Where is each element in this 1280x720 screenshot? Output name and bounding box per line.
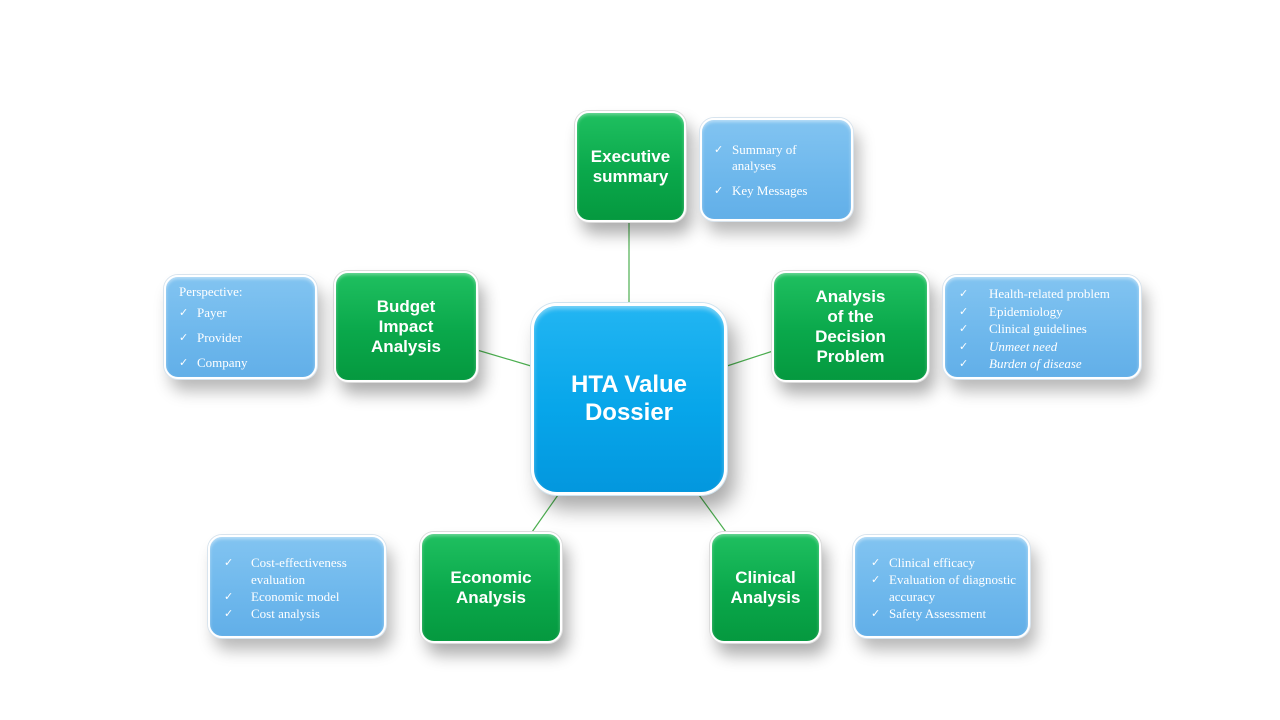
node-clinical-analysis-label: Clinical Analysis: [730, 567, 801, 607]
details-executive-summary-list: ✓Summary of analyses ✓Key Messages: [714, 142, 843, 199]
node-clinical-analysis: Clinical Analysis: [710, 532, 821, 643]
list-item: ✓Payer: [179, 305, 227, 320]
list-item: ✓Summary of analyses: [714, 142, 797, 173]
node-analysis-decision-problem-label: Analysis of the Decision Problem: [815, 286, 886, 366]
check-icon: ✓: [714, 184, 724, 197]
check-icon: ✓: [179, 331, 189, 344]
check-icon: ✓: [179, 356, 189, 369]
list-item: ✓Cost-effectiveness evaluation: [224, 555, 347, 587]
connector-budget: [476, 349, 532, 367]
details-analysis-decision-problem-list: ✓Health-related problem ✓Epidemiology ✓C…: [959, 285, 1133, 373]
check-icon: ✓: [959, 287, 969, 300]
perspective-heading: Perspective:: [179, 284, 243, 299]
list-item: ✓Epidemiology: [959, 303, 1063, 319]
node-executive-summary: Executive summary: [575, 111, 686, 222]
node-economic-analysis: Economic Analysis: [420, 532, 562, 643]
details-clinical-analysis-list: ✓Clinical efficacy ✓Evaluation of diagno…: [871, 554, 1022, 622]
check-icon: ✓: [224, 556, 234, 569]
details-economic-analysis-list: ✓Cost-effectiveness evaluation ✓Economic…: [224, 554, 378, 622]
list-item: ✓Clinical guidelines: [959, 321, 1087, 336]
list-item: ✓Cost analysis: [224, 606, 320, 621]
node-economic-analysis-label: Economic Analysis: [450, 567, 532, 607]
list-item: ✓Provider: [179, 330, 242, 345]
check-icon: ✓: [871, 607, 881, 620]
details-executive-summary: ✓Summary of analyses ✓Key Messages: [700, 118, 853, 221]
node-analysis-decision-problem: Analysis of the Decision Problem: [772, 271, 929, 382]
list-item: ✓Health-related problem: [959, 286, 1110, 301]
list-item: ✓Unmeet need: [959, 338, 1058, 354]
center-node-hta-value-dossier: HTA Value Dossier: [531, 303, 727, 495]
connector-clinical: [698, 494, 727, 533]
check-icon: ✓: [224, 590, 234, 603]
list-item: ✓Burden of disease: [959, 356, 1082, 371]
check-icon: ✓: [871, 573, 881, 586]
connector-economic: [531, 494, 559, 533]
check-icon: ✓: [959, 304, 969, 318]
list-item: ✓Company: [179, 355, 248, 370]
node-budget-impact-analysis-label: Budget Impact Analysis: [371, 296, 441, 356]
details-clinical-analysis: ✓Clinical efficacy ✓Evaluation of diagno…: [853, 535, 1030, 638]
list-item: ✓Key Messages: [714, 183, 808, 198]
details-budget-impact-analysis-list: ✓Payer ✓Provider ✓Company: [179, 305, 309, 371]
center-node-label: HTA Value Dossier: [570, 371, 688, 426]
check-icon: ✓: [224, 607, 234, 620]
details-economic-analysis: ✓Cost-effectiveness evaluation ✓Economic…: [208, 535, 386, 638]
check-icon: ✓: [959, 357, 969, 370]
list-item: ✓Economic model: [224, 589, 340, 604]
details-analysis-decision-problem: ✓Health-related problem ✓Epidemiology ✓C…: [943, 275, 1141, 379]
list-item: ✓Clinical efficacy: [871, 555, 976, 570]
details-budget-impact-analysis: Perspective: ✓Payer ✓Provider ✓Company: [164, 275, 317, 379]
check-icon: ✓: [959, 322, 969, 335]
check-icon: ✓: [959, 339, 969, 353]
list-item: ✓Safety Assessment: [871, 606, 987, 621]
node-executive-summary-label: Executive summary: [590, 146, 671, 186]
node-budget-impact-analysis: Budget Impact Analysis: [334, 271, 478, 382]
check-icon: ✓: [179, 306, 189, 319]
connector-decision: [726, 350, 774, 367]
list-item: ✓Evaluation of diagnostic accuracy: [871, 572, 1017, 604]
check-icon: ✓: [871, 556, 881, 569]
check-icon: ✓: [714, 143, 724, 156]
